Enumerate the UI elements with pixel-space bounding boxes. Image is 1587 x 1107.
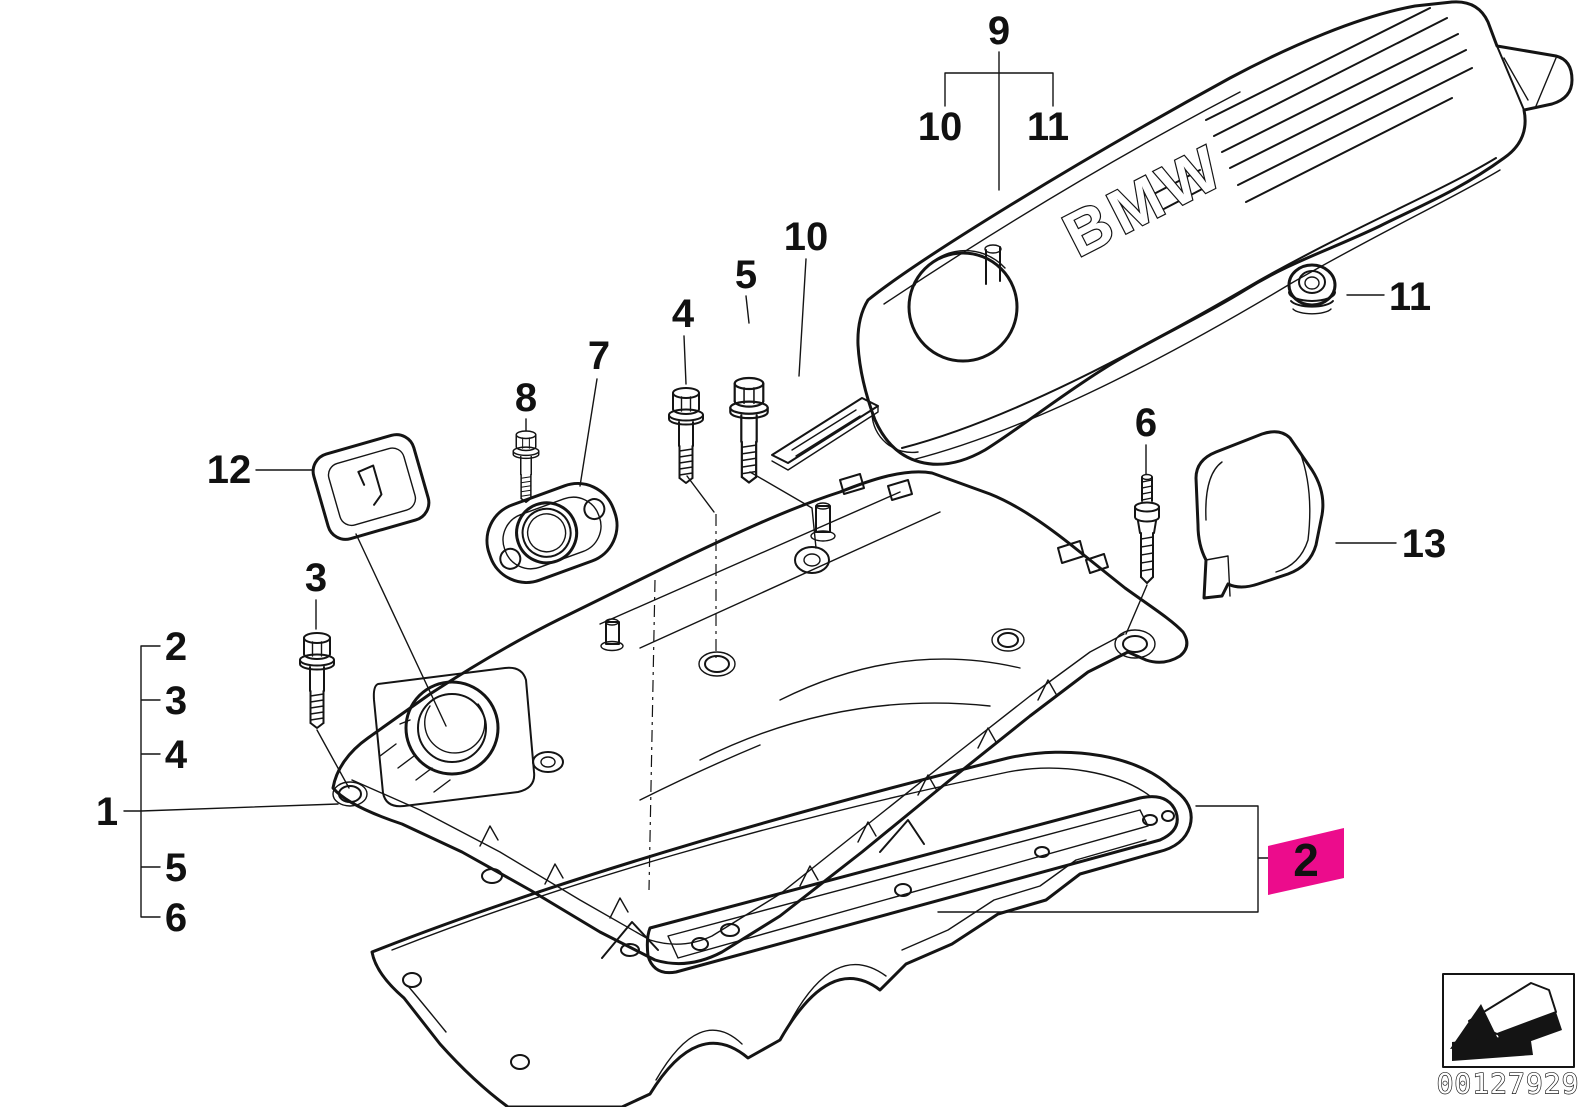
assembly-item-3[interactable]: 3 bbox=[165, 679, 187, 723]
callout-4: 4 bbox=[672, 292, 717, 658]
flange-gasket-7-drawing bbox=[485, 482, 619, 584]
callout-label-10[interactable]: 10 bbox=[784, 215, 829, 259]
callout-7: 7 bbox=[579, 334, 656, 891]
callout-label-11[interactable]: 11 bbox=[1389, 275, 1431, 319]
image-code-stamp: 00127929 bbox=[1436, 973, 1580, 1101]
callout-assembly-1: 1 2 3 4 5 6 bbox=[96, 625, 339, 940]
bolt-3-drawing bbox=[299, 632, 335, 729]
highlight-flag[interactable] bbox=[1268, 828, 1344, 895]
callout-label-4[interactable]: 4 bbox=[672, 292, 695, 336]
valve-cover-drawing bbox=[331, 470, 1189, 966]
stud-6-drawing bbox=[1134, 473, 1160, 584]
assembly-item-6[interactable]: 6 bbox=[165, 896, 187, 940]
callout-12: 12 bbox=[207, 448, 447, 727]
highlighted-label-2[interactable]: 2 bbox=[1293, 834, 1319, 886]
callout-2-highlighted: 2 bbox=[937, 805, 1344, 913]
assembly-item-4[interactable]: 4 bbox=[165, 733, 188, 777]
rail-10-drawing bbox=[771, 397, 879, 471]
callout-11-grommet: 11 bbox=[1346, 275, 1431, 319]
callout-label-9[interactable]: 9 bbox=[988, 9, 1010, 53]
callout-label-3[interactable]: 3 bbox=[305, 556, 327, 600]
callout-label-8[interactable]: 8 bbox=[515, 376, 537, 420]
callout-label-6[interactable]: 6 bbox=[1135, 401, 1157, 445]
callout-label-12[interactable]: 12 bbox=[207, 448, 252, 492]
callout-label-5[interactable]: 5 bbox=[735, 253, 757, 297]
bmw-parts-arrow-icon bbox=[1450, 982, 1562, 1061]
callout-5: 5 bbox=[735, 253, 817, 549]
callout-13: 13 bbox=[1335, 522, 1447, 566]
callout-6: 6 bbox=[1125, 401, 1157, 635]
engine-cover-drawing: BMW bbox=[856, 0, 1574, 466]
callout-group-9: 9 10 11 bbox=[918, 9, 1069, 191]
callout-label-11-top[interactable]: 11 bbox=[1027, 105, 1069, 149]
callout-8: 8 bbox=[515, 376, 537, 432]
cover-13-drawing bbox=[1194, 430, 1325, 600]
callout-label-10-top[interactable]: 10 bbox=[918, 105, 963, 149]
assembly-item-5[interactable]: 5 bbox=[165, 846, 187, 890]
grommet-drawing bbox=[1287, 263, 1337, 315]
engine-cover-slats bbox=[1149, 7, 1473, 213]
assembly-label-1[interactable]: 1 bbox=[96, 790, 118, 834]
callout-3: 3 bbox=[305, 556, 350, 789]
bolt-5-drawing bbox=[729, 376, 769, 484]
bolt-4-drawing bbox=[668, 387, 704, 484]
gasket-drawing bbox=[370, 750, 1193, 1107]
callout-label-7[interactable]: 7 bbox=[588, 334, 610, 378]
callout-10-rail: 10 bbox=[784, 215, 829, 377]
callout-label-13[interactable]: 13 bbox=[1402, 522, 1447, 566]
assembly-item-2[interactable]: 2 bbox=[165, 625, 187, 669]
bmw-logo-text: BMW bbox=[1053, 132, 1236, 271]
image-code-text: 00127929 bbox=[1437, 1067, 1580, 1100]
cap-12-drawing bbox=[311, 433, 431, 541]
bolt-8-drawing bbox=[512, 430, 540, 503]
